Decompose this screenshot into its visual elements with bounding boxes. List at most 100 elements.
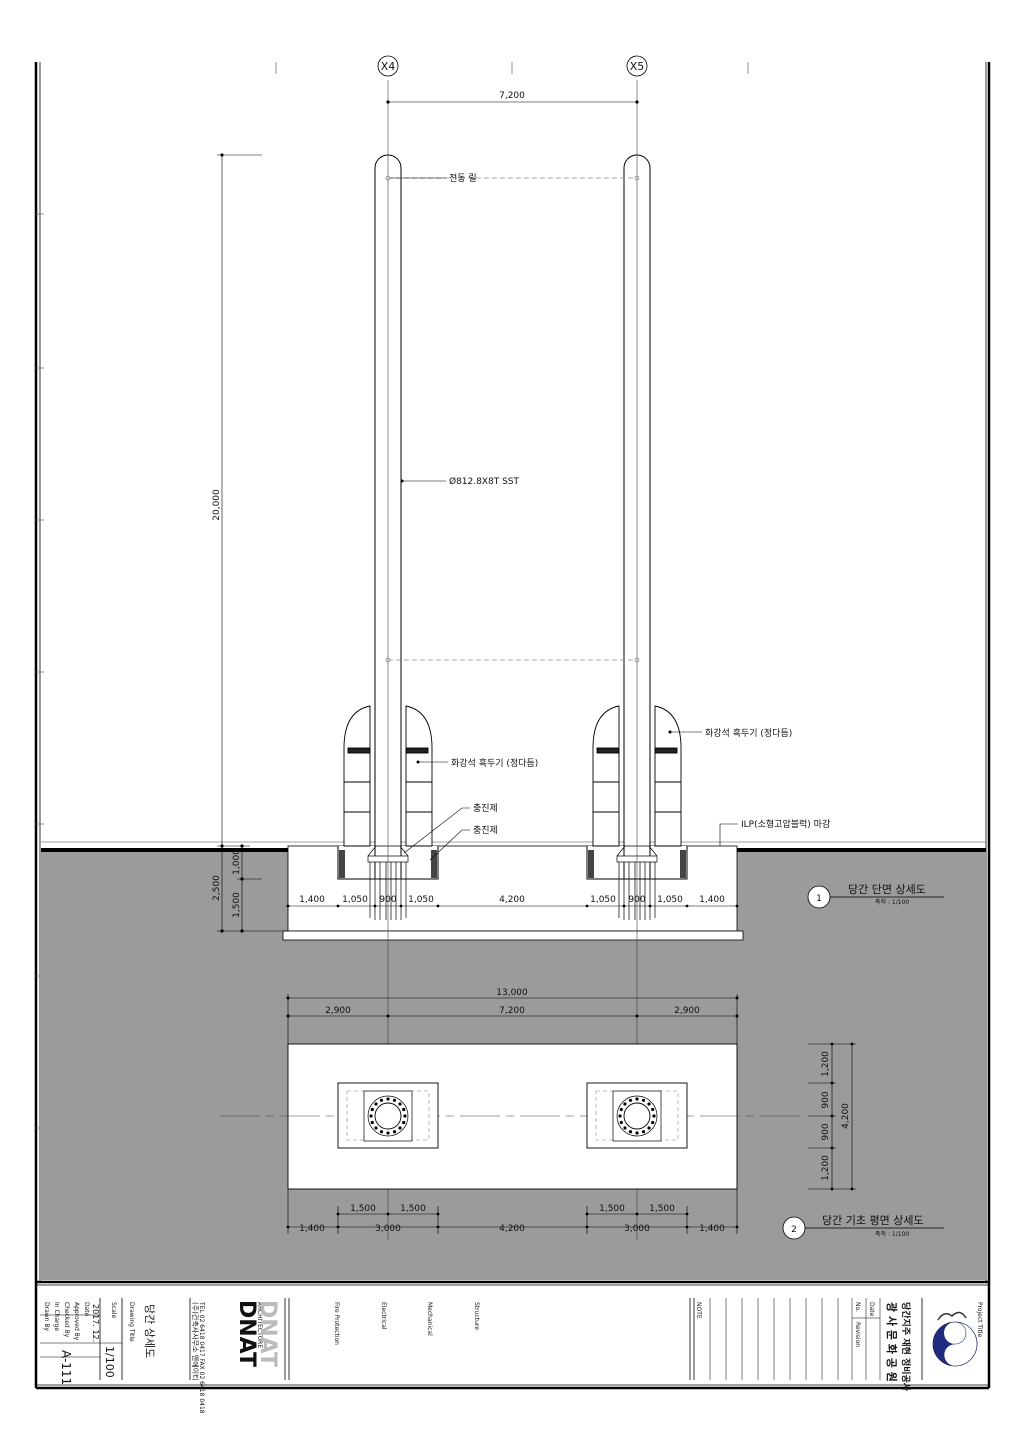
granite-support-right — [592, 705, 682, 847]
dim-plan-bot-a3: 1,500 — [599, 1204, 625, 1214]
tb-project-line1: 광 사 문 화 공 원 — [885, 1302, 899, 1382]
dim-sec-9: 1,400 — [699, 895, 725, 905]
label-filler-1: 충진제 — [473, 803, 498, 814]
dim-foot-total: 2,500 — [212, 875, 222, 901]
svg-text:2: 2 — [791, 1225, 797, 1235]
tb-project-line2: 당간지주 재현 정비공사 — [900, 1302, 912, 1392]
tb-electrical: Electrical — [380, 1302, 387, 1330]
anchor-bolt — [392, 1130, 397, 1134]
anchor-bolt — [374, 1102, 378, 1106]
tb-company-tel: TEL 02 6418 0417 FAX 02 6418 0418 — [198, 1301, 205, 1414]
anchor-bolt — [628, 1130, 633, 1134]
tb-structure: Structure — [473, 1302, 480, 1330]
label-top-ring: 전동 릴 — [449, 173, 477, 184]
section-title: 1 당간 단면 상세도 축척 : 1/100 — [807, 883, 944, 909]
anchor-bolt — [635, 1097, 639, 1101]
tb-date-value: 2017. 12. — [91, 1304, 100, 1342]
label-pipe: Ø812.8X8T SST — [449, 476, 520, 487]
dim-plan-bot-a1: 1,500 — [350, 1204, 376, 1214]
anchor-bolt — [370, 1107, 374, 1112]
svg-text:축척 : 1/100: 축척 : 1/100 — [875, 898, 909, 906]
anchor-bolt — [386, 1131, 390, 1135]
dim-sec-4: 1,050 — [408, 895, 434, 905]
tb-fire: Fire Protection — [333, 1302, 340, 1345]
label-ilp: ILP(소형고압블럭) 마감 — [741, 818, 830, 830]
anchor-bolt — [379, 1098, 384, 1102]
svg-text:축척 : 1/100: 축척 : 1/100 — [875, 1230, 909, 1238]
anchor-bolt — [652, 1114, 656, 1118]
tb-rev-date: Date — [868, 1302, 875, 1317]
anchor-bolt — [392, 1098, 397, 1102]
dim-plan-top-1: 2,900 — [325, 1006, 351, 1016]
dim-plan-right-3: 900 — [821, 1123, 831, 1140]
anchor-bolt — [641, 1130, 646, 1134]
label-granite-left: 화강석 흑두기 (정다듬) — [451, 757, 538, 769]
anchor-bolt — [647, 1126, 651, 1130]
grid-bubble-x5: X5 — [626, 55, 648, 77]
tb-drawing-title-label: Drawing Title — [128, 1302, 135, 1342]
anchor-bolt — [618, 1114, 622, 1118]
tb-sheet-no: A-111 — [59, 1350, 73, 1385]
tb-scale-value: 1/100 — [103, 1346, 116, 1378]
tb-approved: Approved By — [73, 1302, 80, 1341]
dim-plan-right-2: 900 — [821, 1091, 831, 1108]
dim-sec-3: 900 — [379, 895, 396, 905]
dim-plan-bot-b3: 4,200 — [499, 1224, 525, 1234]
plan-pit-left — [337, 1082, 439, 1149]
dim-plan-overall-text: 13,000 — [496, 988, 528, 998]
tb-rev-no: No. — [854, 1302, 861, 1312]
dim-plan-right-total-text: 4,200 — [841, 1103, 851, 1129]
dim-plan-bot-b1: 1,400 — [299, 1224, 325, 1234]
anchor-bolt — [641, 1098, 646, 1102]
svg-text:X5: X5 — [630, 60, 645, 73]
dim-sec-7: 900 — [628, 895, 645, 905]
tb-logo: DNAT — [234, 1300, 259, 1367]
dim-plan-bot-b5: 1,400 — [699, 1224, 725, 1234]
tb-note: NOTE — [695, 1302, 702, 1319]
anchor-bolt — [369, 1114, 373, 1118]
dim-top-span-text: 7,200 — [499, 91, 525, 101]
svg-text:X4: X4 — [381, 60, 396, 73]
dim-plan-right-1: 1,200 — [821, 1051, 831, 1077]
anchor-bolt — [623, 1126, 627, 1130]
dim-plan-bot-a4: 1,500 — [649, 1204, 675, 1214]
anchor-bolt — [628, 1098, 633, 1102]
anchor-bolt — [398, 1126, 402, 1130]
anchor-bolt — [647, 1102, 651, 1106]
tb-mechanical: Mechanical — [426, 1302, 433, 1336]
label-filler-2: 충진제 — [473, 825, 498, 836]
dim-sec-2: 1,050 — [342, 895, 368, 905]
anchor-bolt — [619, 1120, 623, 1125]
dim-plan-bot-b4: 3,000 — [624, 1224, 650, 1234]
dim-plan-top-2: 7,200 — [499, 1006, 525, 1016]
filler-fill — [339, 850, 686, 878]
anchor-bolt — [651, 1107, 655, 1112]
tb-in-charge: In Charge — [53, 1302, 60, 1331]
tb-checked: Checked By — [63, 1302, 70, 1338]
dim-sec-5: 4,200 — [499, 895, 525, 905]
project-emblem — [932, 1311, 978, 1367]
anchor-bolt — [374, 1126, 378, 1130]
plan-pit-right — [586, 1082, 688, 1149]
svg-text:1: 1 — [816, 894, 822, 904]
anchor-bolt — [379, 1130, 384, 1134]
plan-title: 2 당간 기초 평면 상세도 축척 : 1/100 — [782, 1214, 944, 1240]
dim-plan-bot-b2: 3,000 — [375, 1224, 401, 1234]
anchor-bolt — [370, 1120, 374, 1125]
dim-sec-1: 1,400 — [299, 895, 325, 905]
anchor-bolt — [619, 1107, 623, 1112]
tb-drawn: Drawn By — [43, 1302, 50, 1331]
anchor-bolt — [623, 1102, 627, 1106]
title-block-frame — [34, 1280, 991, 1390]
svg-text:당간 단면 상세도: 당간 단면 상세도 — [848, 883, 926, 896]
lean-concrete — [282, 930, 744, 941]
granite-support-left — [343, 705, 433, 847]
tb-date-label: Date — [83, 1302, 90, 1317]
anchor-bolt — [403, 1114, 407, 1118]
dim-sec-8: 1,050 — [657, 895, 683, 905]
tb-rev-label: Revision — [854, 1322, 861, 1347]
section-leaders — [390, 177, 738, 861]
anchor-bolt — [398, 1102, 402, 1106]
